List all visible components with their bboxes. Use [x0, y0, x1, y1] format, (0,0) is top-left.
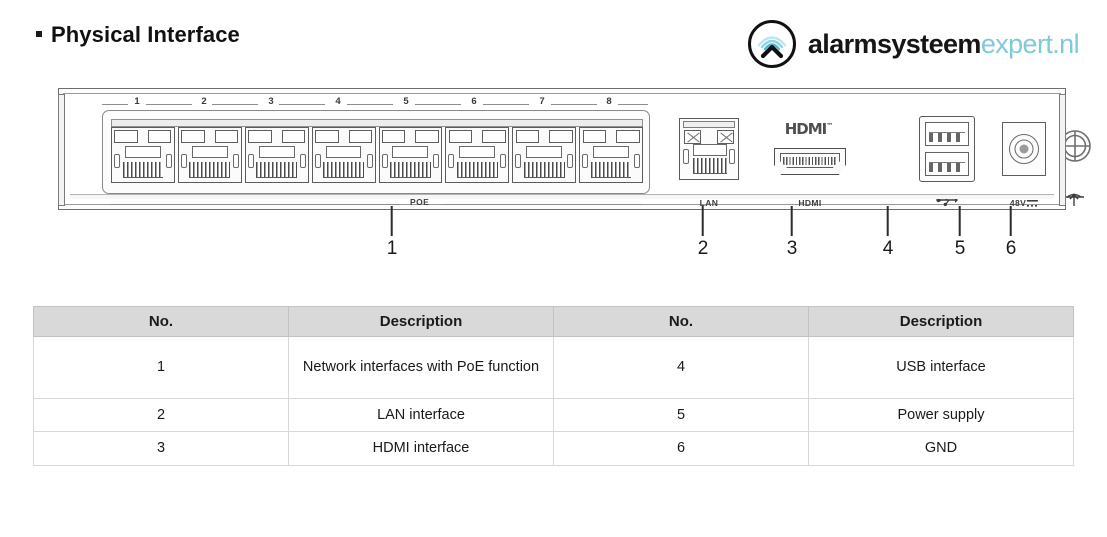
page-title: Physical Interface	[36, 22, 240, 48]
cell-no: 3	[33, 431, 289, 466]
interface-description-table: No. Description No. Description 1 Networ…	[33, 306, 1074, 466]
poe-group-label-bracket: POE	[110, 197, 642, 210]
rj45-port-icon	[512, 127, 577, 183]
device-faceplate: 1 2 3 4 5 6 7 8	[63, 93, 1091, 208]
poe-port-number-3: 3	[266, 96, 276, 108]
bullet-icon	[36, 31, 42, 37]
power-jack-icon	[1002, 122, 1046, 176]
rj45-port-icon	[311, 127, 376, 183]
cell-desc: Network interfaces with PoE function	[288, 336, 554, 399]
gnd-icon	[1064, 193, 1084, 206]
callout-leader-line	[1010, 206, 1012, 236]
brand-name-light: expert.nl	[980, 28, 1080, 59]
poe-top-rail	[111, 119, 643, 127]
callout-leader-line	[391, 206, 393, 236]
poe-port-number-8: 8	[604, 96, 614, 108]
gnd-label	[1063, 193, 1085, 209]
table-row: 3 HDMI interface 6 GND	[33, 431, 1074, 466]
poe-port-number-5: 5	[401, 96, 411, 108]
callout-number: 5	[954, 238, 966, 259]
device-chassis: 1 2 3 4 5 6 7 8	[58, 88, 1091, 210]
power-voltage-text: 48V	[1009, 198, 1027, 208]
poe-port-number-4: 4	[333, 96, 343, 108]
dc-current-icon	[1027, 200, 1039, 207]
cell-no: 1	[33, 336, 289, 399]
gnd-terminal-icon	[1056, 127, 1094, 165]
callout-number: 2	[697, 238, 709, 259]
poe-group-label: POE	[410, 197, 430, 207]
poe-port-number-2: 2	[199, 96, 209, 108]
rack-ear-left	[58, 94, 65, 206]
device-bottom-rail	[70, 194, 1054, 199]
table-header-desc-right: Description	[808, 306, 1074, 337]
usb-port-icon	[919, 116, 975, 182]
poe-ports-row	[111, 127, 643, 185]
hdmi-logo: HDMI™	[764, 120, 854, 138]
page-header: Physical Interface alarmsysteemexpert.nl	[0, 0, 1107, 86]
poe-port-number-6: 6	[469, 96, 479, 108]
table-header-row: No. Description No. Description	[33, 306, 1074, 337]
cell-desc: Power supply	[808, 397, 1074, 433]
hdmi-logo-text: HDMI	[784, 120, 828, 138]
hdmi-port-icon	[774, 148, 846, 175]
poe-port-group	[102, 110, 650, 194]
lan-port-icon	[679, 118, 739, 180]
brand-logo: alarmsysteemexpert.nl	[747, 20, 1080, 68]
brand-name-bold: alarmsysteem	[807, 28, 982, 59]
callout-number: 1	[386, 238, 398, 259]
hdmi-trademark-symbol: ™	[826, 122, 834, 130]
cell-desc: HDMI interface	[288, 431, 554, 466]
rj45-port-icon	[244, 127, 309, 183]
callout-number: 3	[786, 238, 798, 259]
callout-4: 4	[882, 206, 894, 262]
device-rear-panel-diagram: 1 2 3 4 5 6 7 8	[58, 88, 1091, 210]
table-header-desc-left: Description	[288, 306, 554, 337]
cell-no: 4	[553, 336, 809, 399]
alarm-signal-icon	[747, 20, 796, 68]
table-header-no-left: No.	[33, 306, 289, 337]
callout-3: 3	[786, 206, 798, 262]
callout-2: 2	[697, 206, 709, 262]
callout-5: 5	[954, 206, 966, 262]
brand-wordmark: alarmsysteemexpert.nl	[807, 28, 1080, 59]
callout-leader-line	[887, 206, 889, 236]
cell-no: 2	[33, 397, 289, 433]
cell-desc: USB interface	[808, 336, 1074, 399]
callout-6: 6	[1005, 206, 1017, 262]
callout-leader-line	[959, 206, 961, 236]
callout-1: 1	[386, 206, 398, 262]
cell-no: 5	[553, 397, 809, 433]
table-row: 2 LAN interface 5 Power supply	[33, 397, 1074, 433]
rj45-port-icon	[378, 127, 443, 183]
rj45-port-icon	[579, 127, 643, 183]
rj45-port-icon	[445, 127, 510, 183]
cell-desc: LAN interface	[288, 397, 554, 433]
poe-port-number-scale: 1 2 3 4 5 6 7 8	[102, 96, 650, 111]
callout-number: 6	[1005, 238, 1017, 259]
cell-desc: GND	[808, 431, 1074, 466]
power-label: 48V	[1009, 198, 1039, 208]
callout-number-group: 1 2 3 4 5 6	[0, 206, 1107, 282]
poe-port-number-1: 1	[132, 96, 142, 108]
callout-leader-line	[791, 206, 793, 236]
lan-label: LAN	[699, 198, 719, 208]
callout-leader-line	[702, 206, 704, 236]
callout-number: 4	[882, 238, 894, 259]
table-row: 1 Network interfaces with PoE function 4…	[33, 336, 1074, 399]
cell-no: 6	[553, 431, 809, 466]
rj45-port-icon	[111, 127, 175, 183]
rj45-port-icon	[177, 127, 242, 183]
hdmi-label: HDMI	[798, 198, 822, 208]
rack-ear-right	[1059, 94, 1066, 206]
poe-port-number-7: 7	[537, 96, 547, 108]
table-header-no-right: No.	[553, 306, 809, 337]
page-title-text: Physical Interface	[51, 22, 240, 47]
